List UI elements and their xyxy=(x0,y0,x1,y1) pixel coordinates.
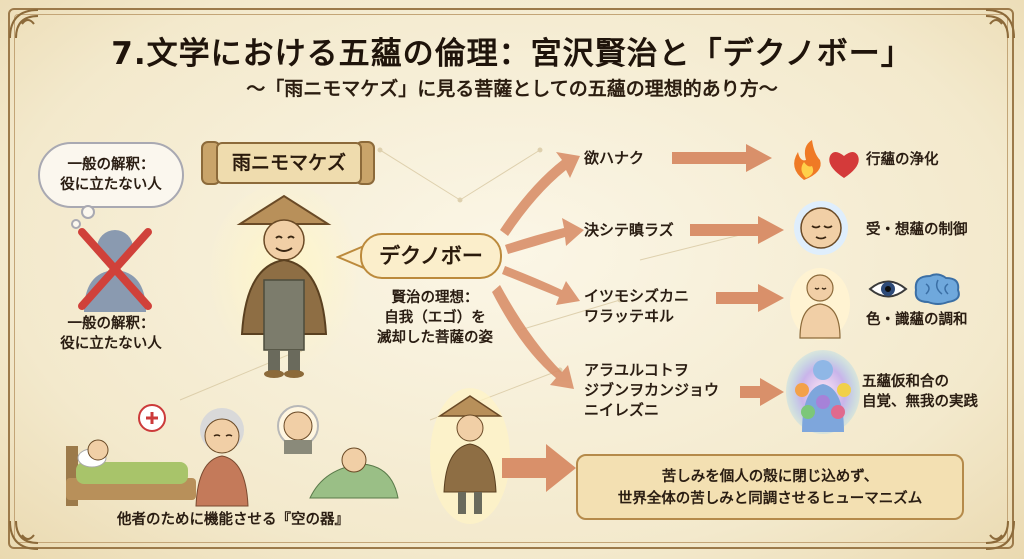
result-4: 五蘊仮和合の 自覚、無我の実践 xyxy=(862,372,978,412)
verse-line: ワラッテヰル xyxy=(584,307,675,325)
inner-frame xyxy=(14,14,1008,543)
bubble-line: 一般の解釈： xyxy=(67,157,155,173)
small-monk-icon xyxy=(430,388,510,524)
ideal-text: 賢治の理想： 自我（エゴ）を 滅却した菩薩の姿 xyxy=(360,288,510,348)
result-line: 五蘊仮和合の xyxy=(862,374,949,390)
conclusion-arrow-icon xyxy=(502,444,576,492)
crossed-label-line: 一般の解釈： xyxy=(67,316,155,332)
ideal-line: 賢治の理想： xyxy=(391,290,479,306)
result-line: 受・想蘊の制御 xyxy=(866,222,968,238)
outer-frame xyxy=(8,8,1014,549)
result-line: 自覚、無我の実践 xyxy=(862,394,978,410)
care-scene-icon xyxy=(66,404,399,507)
result-1: 行蘊の浄化 xyxy=(866,150,939,170)
result-line: 色・識蘊の調和 xyxy=(866,312,968,328)
result-2: 受・想蘊の制御 xyxy=(866,220,968,240)
calm-face-icon xyxy=(794,201,848,255)
bottom-caption: 他者のために機能させる『空の器』 xyxy=(117,512,349,528)
ideal-line: 滅却した菩薩の姿 xyxy=(377,330,493,346)
crossed-label: 一般の解釈： 役に立たない人 xyxy=(36,314,186,354)
bubble-line: 役に立たない人 xyxy=(60,177,162,193)
ideal-line: 自我（エゴ）を xyxy=(384,310,486,326)
verse-3: イツモシズカニ ワラッテヰル xyxy=(584,286,689,326)
thought-bubble: 一般の解釈： 役に立たない人 xyxy=(38,142,184,208)
aura-figure-icon xyxy=(786,350,860,434)
result-3: 色・識蘊の調和 xyxy=(866,310,968,330)
verse-line: 決シテ瞋ラズ xyxy=(584,221,674,239)
crossed-silhouette-icon xyxy=(78,228,152,312)
corner-ornament-icon xyxy=(9,520,39,550)
verse-4: アラユルコトヲ ジブンヲカンジョウ ニイレズニ xyxy=(584,360,719,420)
verse-line: ニイレズニ xyxy=(584,401,660,419)
verse-1: 欲ハナク xyxy=(584,148,644,168)
conclusion-line: 世界全体の苦しみと同調させるヒューマニズム xyxy=(617,491,923,507)
verse-line: ジブンヲカンジョウ xyxy=(584,381,720,399)
scroll-title: 雨ニモマケズ xyxy=(216,142,362,184)
corner-ornament-icon xyxy=(9,9,39,39)
thought-dots-icon xyxy=(71,205,95,229)
verse-2: 決シテ瞋ラズ xyxy=(584,220,674,240)
verse-line: アラユルコトヲ xyxy=(584,361,689,379)
corner-ornament-icon xyxy=(985,520,1015,550)
monk-figure-icon xyxy=(206,184,362,384)
corner-ornament-icon xyxy=(985,9,1015,39)
eye-brain-icon xyxy=(868,273,960,305)
conclusion-box: 苦しみを個人の殻に閉じ込めず、 世界全体の苦しみと同調させるヒューマニズム xyxy=(576,454,964,520)
verse-line: 欲ハナク xyxy=(584,149,645,167)
crossed-label-line: 役に立たない人 xyxy=(60,336,162,352)
dekunobo-label: デクノボー xyxy=(360,233,502,279)
result-line: 行蘊の浄化 xyxy=(866,152,939,168)
page-title: 7.文学における五蘊の倫理：宮沢賢治と「デクノボー」 xyxy=(111,36,913,72)
fire-heart-icon xyxy=(794,140,859,180)
conclusion-line: 苦しみを個人の殻に閉じ込めず、 xyxy=(661,469,879,485)
body-figure-icon xyxy=(790,268,850,340)
page-subtitle: 〜「雨ニモマケズ」に見る菩薩としての五蘊の理想的あり方〜 xyxy=(246,78,778,100)
verse-line: イツモシズカニ xyxy=(584,287,690,305)
